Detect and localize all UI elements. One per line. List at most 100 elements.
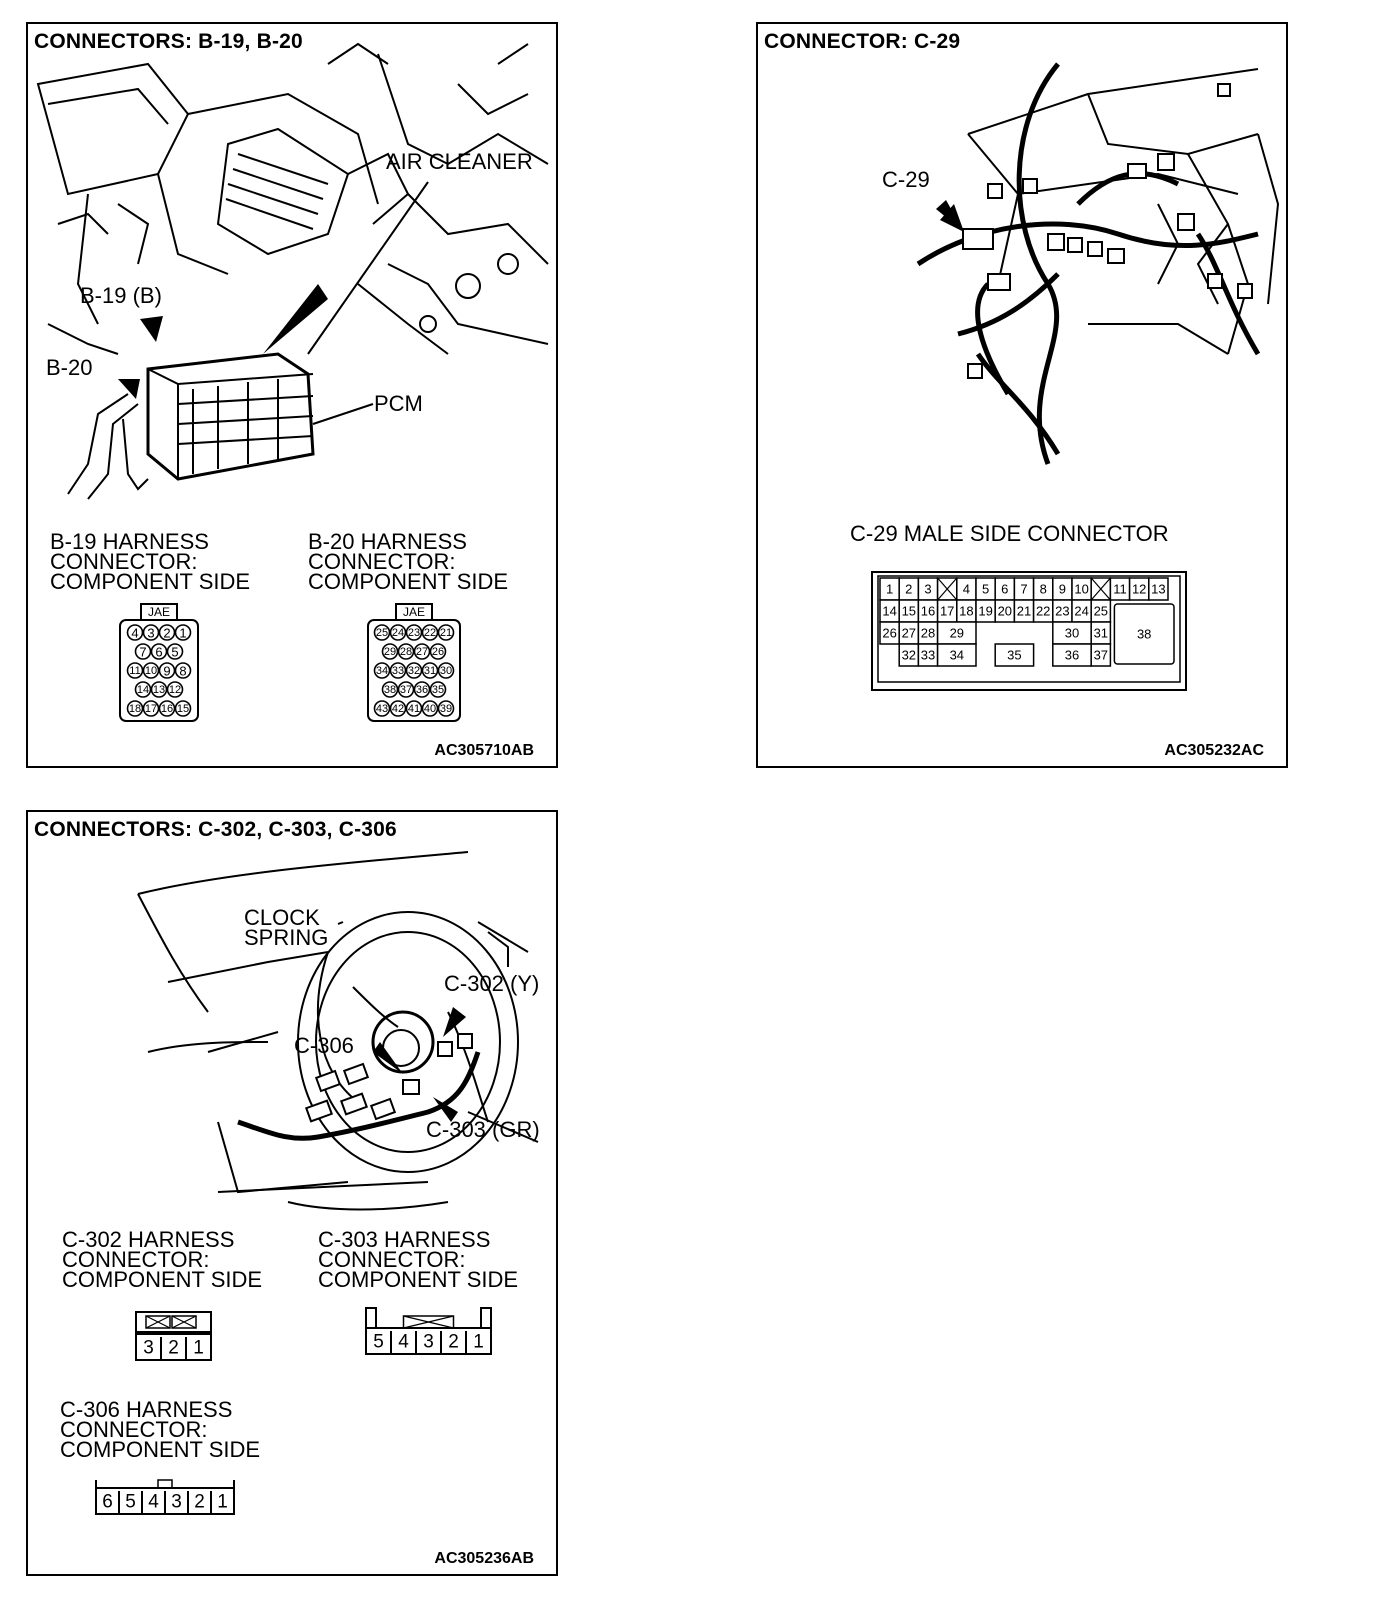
pin-number: 27 [902,626,916,641]
pin-number: 33 [392,665,404,677]
pin-number: 6 [1001,582,1008,597]
pin-number: 28 [400,646,412,658]
pin-number: 19 [978,604,992,619]
pin-cavity [142,624,160,641]
pin-number: 25 [376,627,388,639]
panel-c29: CONNECTOR: C-29 [756,22,1288,768]
pin-number: 42 [392,703,404,715]
pin-number: 25 [1094,604,1108,619]
pin-number: 18 [959,604,973,619]
pin-number: 36 [1065,648,1079,663]
pin-number: 39 [440,703,452,715]
figure-code: AC305710AB [434,742,534,759]
pin-number: 28 [921,626,935,641]
pin-number: 34 [950,648,964,663]
pin-number: 15 [177,703,189,715]
pin-number: 18 [129,703,141,715]
pin-number: 30 [1065,626,1079,641]
pin-number: 29 [384,646,396,658]
pin-number: 1 [179,626,186,641]
pin-number: 13 [153,684,165,696]
pin-cavity [126,662,144,679]
pin-number: 41 [408,703,420,715]
pin-number: 22 [1036,604,1050,619]
c306-connector-caption: C-306 HARNESS CONNECTOR: COMPONENT SIDE [60,1399,261,1462]
b20-connector-caption: B-20 HARNESS CONNECTOR: COMPONENT SIDE [308,529,509,594]
b19-label: B-19 (B) [80,283,162,308]
pin-number: 11 [129,665,140,677]
pin-number: 6 [155,645,162,660]
pin-cavity [150,681,168,698]
pin-number: 27 [416,646,428,658]
pin-cavity [429,643,447,660]
pin-number: 24 [392,627,404,639]
pin-number: 15 [902,604,916,619]
pin-number: 4 [131,626,138,641]
pin-number: 32 [902,648,916,663]
jae-label: JAE [403,605,425,619]
pin-cavity [134,681,152,698]
pin-number: 2 [168,1338,179,1359]
b19-connector-caption: B-19 HARNESS CONNECTOR: COMPONENT SIDE [50,531,250,593]
c302-connector-caption: C-302 HARNESS CONNECTOR: COMPONENT SIDE [62,1227,263,1292]
pin-number: 16 [921,604,935,619]
caption-line: CONNECTOR: [60,1417,208,1442]
pin-cavity [437,624,455,641]
pin-number: 4 [148,1492,159,1513]
caption-line: COMPONENT SIDE [62,1267,263,1292]
pin-number: 38 [384,684,396,696]
pin-number: 40 [424,703,436,715]
engine-bay-illustration [36,42,549,500]
caption-line: COMPONENT SIDE [60,1437,261,1462]
caption-line: COMPONENT SIDE [318,1267,519,1292]
pin-number: 3 [171,1492,182,1513]
pin-number: 1 [886,582,893,597]
pin-cavity [166,681,184,698]
pin-number: 35 [432,684,444,696]
panel-c302-c303-c306: CONNECTORS: C-302, C-303, C-306 [26,810,558,1576]
pin-cavity [405,662,423,679]
pin-number: 13 [1151,582,1165,597]
pin-number: 21 [440,627,452,639]
jae-label: JAE [148,605,170,619]
caption-line: CONNECTOR: [308,549,456,574]
caption-line: C-302 HARNESS [62,1227,235,1252]
pin-cavity [174,624,192,641]
pin-cavity [142,662,160,679]
pin-number: 8 [179,664,186,679]
panel-b19-b20: CONNECTORS: B-19, B-20 [26,22,558,768]
pin-cavity [389,700,407,717]
c306-callout-label: C-306 [294,1033,354,1058]
pin-number: 14 [882,604,896,619]
pin-number: 20 [998,604,1012,619]
caption-line: CONNECTOR: [50,549,198,574]
pin-number: 31 [1094,626,1108,641]
pin-cavity [126,624,144,641]
pin-cavity [373,700,391,717]
caption-line: COMPONENT SIDE [308,569,509,594]
clock-label-line: CLOCK [244,905,320,930]
pin-number: 37 [400,684,412,696]
pin-number: 6 [102,1492,113,1513]
steering-wheel-illustration [137,851,539,1211]
pin-cavity [158,624,176,641]
pin-number: 2 [194,1492,205,1513]
b20-label: B-20 [46,355,93,380]
caption-line: B-20 HARNESS [308,529,467,554]
pin-number: 38 [1137,627,1151,642]
pin-cavity [437,662,455,679]
panel-title: CONNECTORS: B-19, B-20 [34,30,303,53]
pin-cavity [389,662,407,679]
pin-cavity [381,681,399,698]
pin-number: 22 [424,627,436,639]
pin-number: 1 [473,1332,484,1353]
pin-number: 31 [424,665,436,677]
figure-code: AC305236AB [434,1550,534,1567]
pin-cavity [421,624,439,641]
pin-number: 5 [125,1492,136,1513]
caption-line: CONNECTOR: [62,1247,210,1272]
